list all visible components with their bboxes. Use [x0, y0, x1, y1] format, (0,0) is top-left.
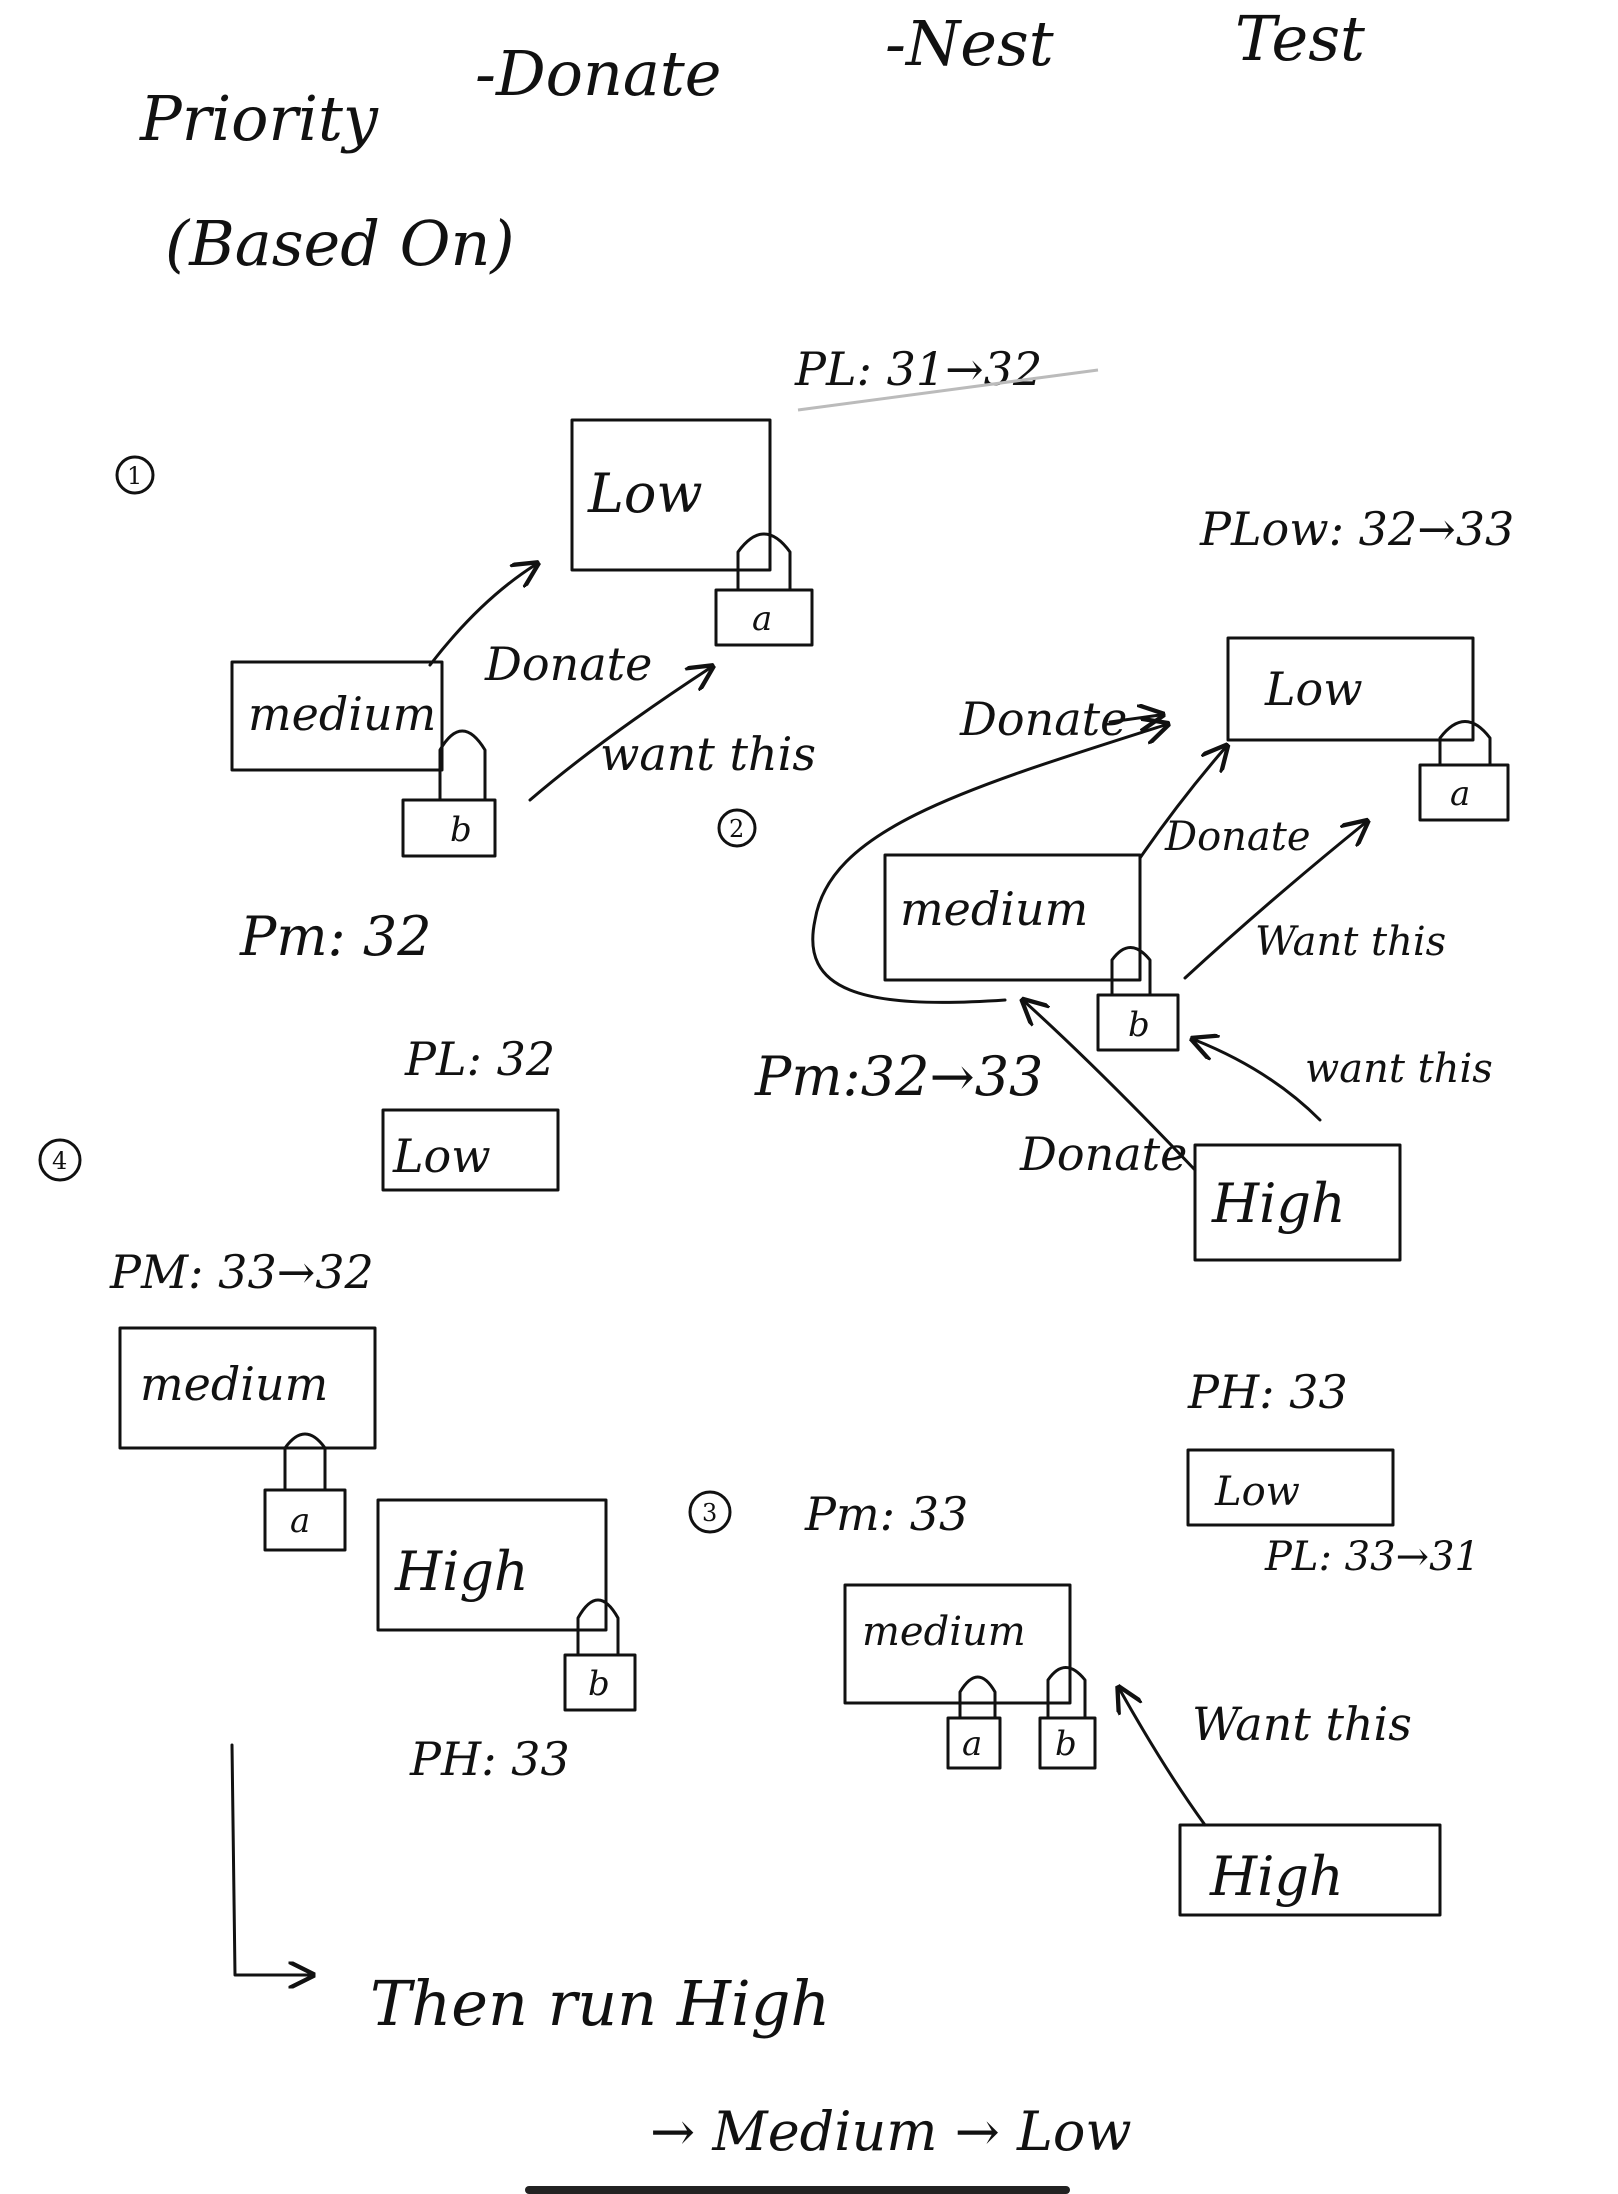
svg-text:b: b: [1128, 1005, 1150, 1045]
scene1-donate-arrow: [428, 565, 535, 667]
scene3-lock-a: [946, 1716, 1002, 1770]
scene2-low-box: [1226, 636, 1475, 742]
scene2-donate-mid-arrow: [1138, 748, 1225, 860]
svg-text:4: 4: [52, 1147, 67, 1175]
scene2-medium-box: [883, 853, 1142, 982]
scene2-high-label: High: [1211, 1172, 1346, 1235]
footer-bracket-arrow: [230, 1743, 310, 1975]
scene4-high-box: [376, 1498, 608, 1632]
scene2-donate-top-label: Donate: [959, 692, 1127, 746]
svg-text:a: a: [1450, 774, 1470, 814]
scene1-donate-label: Donate: [484, 637, 652, 691]
scene4-ph-label: PH: 33: [409, 1732, 570, 1786]
scene1-want-label: want this: [600, 727, 816, 781]
scene-1: PL: 31→32 Low a medium b Donate want thi…: [230, 342, 1099, 968]
scene-2: PLow: 32→33 Low a Donate medium b Donate…: [754, 502, 1514, 1262]
scene4-low-box: [381, 1108, 560, 1192]
step-1-marker: 1: [115, 455, 155, 495]
scene2-want-b-label: want this: [1305, 1046, 1493, 1092]
title-nest: -Nest: [885, 7, 1054, 80]
scene3-lock-b-shackle: [1046, 1666, 1087, 1720]
scene3-pm-label: Pm: 33: [804, 1487, 968, 1541]
scene3-medium-label: medium: [862, 1609, 1026, 1655]
scene1-medium-box: [230, 660, 444, 772]
scene1-lock-a-shackle: [736, 532, 792, 592]
svg-text:b: b: [588, 1664, 610, 1704]
scene4-low-label: Low: [392, 1129, 491, 1183]
scene2-medium-label: medium: [900, 882, 1088, 936]
scene2-donate-high-arrow: [1025, 1002, 1197, 1172]
scene4-lock-a-shackle: [283, 1432, 327, 1492]
scene2-low-label: Low: [1264, 662, 1363, 716]
svg-text:2: 2: [729, 815, 744, 843]
scene1-underline: [797, 368, 1099, 412]
scene2-lock-a: [1418, 763, 1510, 822]
scene2-donate-mid-label: Donate: [1164, 814, 1311, 860]
svg-text:a: a: [962, 1724, 982, 1764]
scene-3: Pm: 33 medium a b PH: 33 Low PL: 33→31 W…: [804, 1365, 1480, 1917]
scene2-loop-donate-arrow: [811, 725, 1165, 1004]
scene2-plow-label: PLow: 32→33: [1199, 502, 1514, 556]
home-indicator-bar: [525, 2186, 1070, 2194]
scene2-lock-a-shackle: [1438, 720, 1492, 767]
scene2-donate-high-label: Donate: [1019, 1127, 1187, 1181]
svg-text:b: b: [450, 810, 472, 850]
scene2-donate-top-tick: [1108, 715, 1160, 722]
scene2-lock-b-shackle: [1110, 946, 1152, 997]
title-test: Test: [1235, 2, 1365, 75]
scene2-want-a-label: Want this: [1255, 919, 1446, 965]
step-3-marker: 3: [688, 1490, 732, 1534]
scene4-medium-box: [118, 1326, 377, 1450]
scene3-medium-box: [843, 1583, 1072, 1705]
scene4-pl-label: PL: 32: [404, 1032, 555, 1086]
scene4-lock-a: [263, 1488, 347, 1552]
scene3-high-label: High: [1209, 1845, 1344, 1908]
title-based-on: (Based On): [165, 207, 515, 280]
scene4-high-label: High: [394, 1540, 529, 1603]
scene1-want-arrow: [528, 668, 710, 802]
scene3-ph-label: PH: 33: [1187, 1365, 1348, 1419]
scene2-want-b-arrow: [1195, 1040, 1322, 1122]
svg-text:b: b: [1055, 1724, 1077, 1764]
scene3-lock-b: [1038, 1716, 1097, 1770]
step-4-marker: 4: [38, 1138, 82, 1182]
scene3-want-arrow: [1120, 1690, 1207, 1827]
scene2-want-a-arrow: [1183, 823, 1365, 980]
scene1-medium-label: medium: [248, 687, 436, 741]
scene4-lock-b: [563, 1653, 637, 1712]
footer-line2: → Medium → Low: [650, 2100, 1132, 2163]
scene1-low-label: Low: [587, 462, 703, 525]
svg-text:a: a: [752, 599, 772, 639]
scene2-lock-b: [1096, 993, 1180, 1052]
scene2-pm-label: Pm:32→33: [754, 1045, 1043, 1108]
title-priority: Priority: [139, 82, 379, 155]
scene1-lock-b: [401, 798, 497, 858]
scene1-pm-label: Pm: 32: [239, 905, 432, 968]
svg-text:a: a: [290, 1501, 310, 1541]
scene1-low-box: [570, 418, 772, 572]
scene3-want-label: Want this: [1192, 1697, 1412, 1751]
scene2-high-box: [1193, 1143, 1402, 1262]
scene3-pl-label: PL: 33→31: [1264, 1534, 1480, 1580]
scene-4: PL: 32 Low PM: 33→32 medium a High b PH:…: [109, 1032, 637, 1786]
footer: Then run High → Medium → Low: [230, 1743, 1132, 2163]
scene4-lock-b-shackle: [576, 1598, 620, 1657]
scene3-high-box: [1178, 1823, 1442, 1917]
scene1-lock-b-shackle: [438, 729, 487, 802]
svg-text:3: 3: [702, 1499, 717, 1527]
scene3-low-label: Low: [1214, 1469, 1300, 1515]
title: Priority -Donate -Nest Test (Based On): [139, 2, 1365, 280]
scene1-pl-label: PL: 31→32: [794, 342, 1042, 396]
scene1-lock-a: [714, 588, 814, 647]
scene4-pm-label: PM: 33→32: [109, 1245, 374, 1299]
svg-text:1: 1: [127, 462, 142, 490]
scene4-medium-label: medium: [140, 1357, 328, 1411]
title-donate: -Donate: [475, 37, 722, 110]
footer-line1: Then run High: [370, 1967, 830, 2040]
scene3-low-box: [1186, 1448, 1395, 1527]
scene3-lock-a-shackle: [958, 1675, 997, 1720]
step-2-marker: 2: [717, 808, 757, 848]
